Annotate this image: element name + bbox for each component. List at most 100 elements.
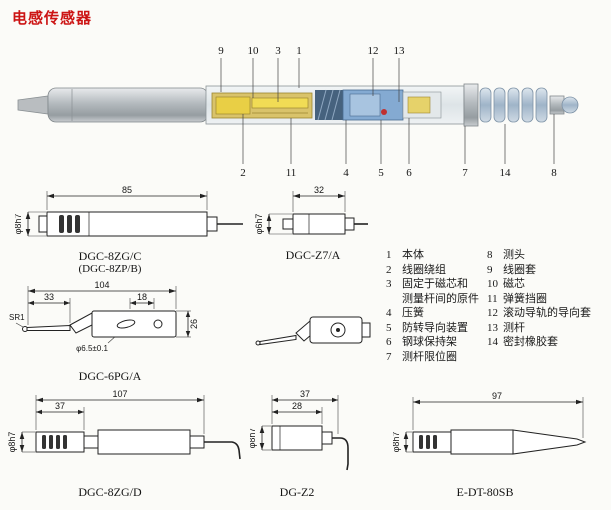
drawing-dgc-8zg-d: 107 37 φ8h7 xyxy=(8,390,241,460)
probe-outline xyxy=(255,316,371,346)
dim-body: 28 xyxy=(292,401,302,411)
legend-item: 8 测头 xyxy=(487,248,591,263)
item-number: 13 xyxy=(487,321,498,334)
callout-12: 12 xyxy=(368,45,379,57)
item-number: 10 xyxy=(487,278,498,290)
dim-diameter: φ8h7 xyxy=(8,432,17,453)
item-number: 5 xyxy=(386,321,392,334)
drawing-dg-z2: 37 28 φ8h7 xyxy=(250,390,349,471)
callout-9: 9 xyxy=(218,45,224,57)
dimension-lines xyxy=(403,397,584,453)
dim-right: 18 xyxy=(137,292,147,302)
dim-tip-radius: SR1 xyxy=(9,313,25,322)
dim-left: 33 xyxy=(44,292,54,302)
drawing-dgc-z7-a: 32 φ6h7 xyxy=(254,186,368,235)
item-label: 测头 xyxy=(503,249,525,261)
probe-outline xyxy=(282,213,368,235)
model-name: DGC-8ZG/D xyxy=(78,485,142,499)
item-label: 磁芯 xyxy=(503,278,525,290)
dimension-lines xyxy=(25,191,208,237)
item-number: 4 xyxy=(386,307,392,319)
magnetic-core xyxy=(251,97,309,109)
item-label: 滚动导轨的导向套 xyxy=(503,307,591,319)
dim-overall: 37 xyxy=(300,390,310,399)
main-cutaway-diagram: 9 10 3 1 12 13 2 11 4 5 6 7 14 8 xyxy=(17,45,579,179)
callout-11: 11 xyxy=(286,167,297,179)
drawing-dgc-6pg-a: 104 33 18 SR1 φ6.5±0.1 26 xyxy=(9,281,199,353)
item-number: 9 xyxy=(487,263,493,276)
dim-overall: 97 xyxy=(492,391,502,401)
legend-item: 测量杆间的原件 xyxy=(386,292,479,307)
item-number: 12 xyxy=(487,307,498,319)
model-name: DG-Z2 xyxy=(279,485,315,499)
callout-leaders-bottom xyxy=(242,114,555,164)
item-label: 线圈绕组 xyxy=(402,263,446,276)
callout-7: 7 xyxy=(462,167,468,179)
callout-8: 8 xyxy=(551,167,557,179)
coil-winding xyxy=(215,96,251,115)
drawing-dgc-8zg-c: 85 φ8h7 xyxy=(15,186,243,237)
label-dg-z2: DG-Z2 xyxy=(242,486,352,499)
probe-tip xyxy=(561,96,579,114)
item-number: 8 xyxy=(487,249,493,261)
dim-height: 26 xyxy=(189,319,199,329)
probe-outline xyxy=(271,425,349,471)
model-name: DGC-Z7/A xyxy=(285,248,341,262)
sensor-body xyxy=(17,83,579,127)
dim-diameter: φ8h7 xyxy=(393,432,401,453)
label-e-dt-80sb: E-DT-80SB xyxy=(425,486,545,499)
label-dgc-8zg-d: DGC-8ZG/D xyxy=(50,486,170,499)
label-dgc-6pg-a: DGC-6PG/A xyxy=(50,370,170,383)
callout-10: 10 xyxy=(248,45,260,57)
dim-overall: 107 xyxy=(112,390,127,399)
steel-ball xyxy=(381,109,387,115)
dim-left: 37 xyxy=(55,401,65,411)
callout-13: 13 xyxy=(394,45,406,57)
legend-item: 4 压簧 xyxy=(386,306,479,321)
dim-overall: 104 xyxy=(94,281,109,290)
dimension-lines xyxy=(15,286,191,344)
dimension-lines xyxy=(266,191,346,235)
legend-item: 11 弹簧挡圈 xyxy=(487,292,591,307)
label-dgc-z7-a: DGC-Z7/A xyxy=(258,249,368,262)
callout-14: 14 xyxy=(500,167,512,179)
item-label: 弹簧挡圈 xyxy=(503,292,547,305)
item-number: 1 xyxy=(386,249,392,261)
model-name: E-DT-80SB xyxy=(456,485,514,499)
item-number: 2 xyxy=(386,263,392,276)
item-label: 固定于磁芯和 xyxy=(402,278,468,290)
item-label: 压簧 xyxy=(402,307,424,319)
callout-3: 3 xyxy=(275,45,281,57)
model-name: DGC-8ZG/C xyxy=(78,249,142,263)
callout-4: 4 xyxy=(343,167,349,179)
model-name: DGC-6PG/A xyxy=(78,369,142,383)
probe-outline xyxy=(38,211,243,237)
rolling-guide xyxy=(349,93,381,117)
callout-5: 5 xyxy=(378,167,384,179)
legend-item: 2 线圈绕组 xyxy=(386,263,479,278)
dimension-lines xyxy=(19,395,205,453)
dim-diameter: φ8h7 xyxy=(250,428,257,449)
item-label: 测量杆间的原件 xyxy=(402,292,479,305)
item-number: 11 xyxy=(487,292,498,305)
dim-diameter: φ8h7 xyxy=(15,214,23,235)
dim-slot: φ6.5±0.1 xyxy=(76,344,108,353)
rubber-bellows xyxy=(479,87,548,123)
dim-length: 85 xyxy=(122,186,132,195)
model-alt-name: (DGC-8ZP/B) xyxy=(78,263,142,275)
item-number: 7 xyxy=(386,350,392,363)
probe-outline xyxy=(35,429,241,460)
dim-diameter: φ6h7 xyxy=(254,214,264,235)
dim-length: 32 xyxy=(314,186,324,195)
legend-item: 12 滚动导轨的导向套 xyxy=(487,306,591,321)
callout-1: 1 xyxy=(296,45,302,57)
